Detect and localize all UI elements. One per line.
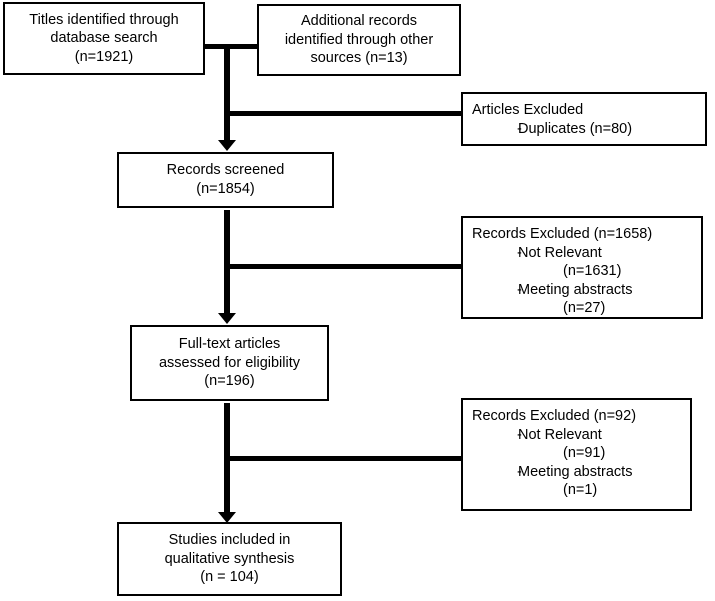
node-records-screened-line1: Records screened [166,162,285,179]
node-records-screened-line2: (n=1854) [196,181,255,197]
node-other-sources-line3: sources (n=13) [310,50,408,67]
bullet-not-relevant-count: (n=1631) [563,263,622,280]
node-full-text-assessed-line2: assessed for eligibility [158,354,301,371]
bullet-dash-icon: - [517,463,522,480]
node-studies-included: Studies included in qualitative synthesi… [117,522,342,596]
bullet-not-relevant-text: Not Relevant [518,426,602,443]
node-other-sources-line1: Additional records [300,13,418,30]
node-articles-excluded-heading: Articles Excluded [472,102,584,118]
node-full-text-assessed-line3: (n=196) [204,373,255,390]
node-studies-included-line1: Studies included in [168,532,291,549]
bullet-dash-icon: - [517,244,522,261]
bullet-duplicates: - Duplicates (n=80) [472,120,632,139]
node-records-excluded-fulltext: Records Excluded (n=92) - Not Relevant (… [461,398,692,511]
bullet-not-relevant-count: (n=91) [563,445,606,462]
bullet-meeting-abstracts-count: (n=27) [563,300,606,317]
node-records-screened: Records screened (n=1854) [117,152,334,208]
node-studies-included-line2: qualitative synthesis [164,550,295,567]
node-full-text-assessed: Full-text articles assessed for eligibil… [130,325,329,401]
bullet-duplicates-text: Duplicates (n=80) [518,120,633,137]
bullet-dash-icon: - [517,281,522,298]
node-records-excluded-fulltext-heading: Records Excluded (n=92) [472,408,637,424]
node-database-search-line1: Titles identified through [29,11,179,28]
connector-branch-records-excluded-screening [224,264,462,269]
bullet-not-relevant: - Not Relevant [472,426,602,445]
node-database-search: Titles identified through database searc… [3,2,205,75]
node-database-search-line2: database search [50,30,158,47]
node-database-search-line3: (n=1921) [74,48,134,65]
arrowhead-to-records-screened [218,140,236,151]
connector-trunk-to-screened [224,44,230,142]
bullet-meeting-abstracts-text: Meeting abstracts [518,281,633,298]
node-other-sources: Additional records identified through ot… [257,4,461,76]
node-records-excluded-screening-heading: Records Excluded (n=1658) [472,226,653,242]
node-articles-excluded: Articles Excluded - Duplicates (n=80) [461,92,707,146]
connector-trunk-to-fulltext [224,210,230,315]
bullet-meeting-abstracts-count: (n=1) [563,482,598,499]
bullet-meeting-abstracts: - Meeting abstracts [472,281,632,300]
node-records-excluded-screening: Records Excluded (n=1658) - Not Relevant… [461,216,703,319]
arrowhead-to-studies-included [218,512,236,523]
node-studies-included-line3: (n = 104) [200,569,259,586]
connector-branch-articles-excluded [224,111,462,116]
bullet-not-relevant: - Not Relevant [472,244,602,263]
bullet-dash-icon: - [517,426,522,443]
bullet-not-relevant-text: Not Relevant [518,244,602,261]
bullet-meeting-abstracts: - Meeting abstracts [472,463,632,482]
bullet-meeting-abstracts-text: Meeting abstracts [518,463,633,480]
arrowhead-to-full-text-assessed [218,313,236,324]
connector-top-join-bar [203,44,259,49]
bullet-dash-icon: - [517,120,522,137]
connector-branch-records-excluded-fulltext [224,456,462,461]
node-full-text-assessed-line1: Full-text articles [178,336,281,353]
node-other-sources-line2: identified through other [284,31,434,48]
